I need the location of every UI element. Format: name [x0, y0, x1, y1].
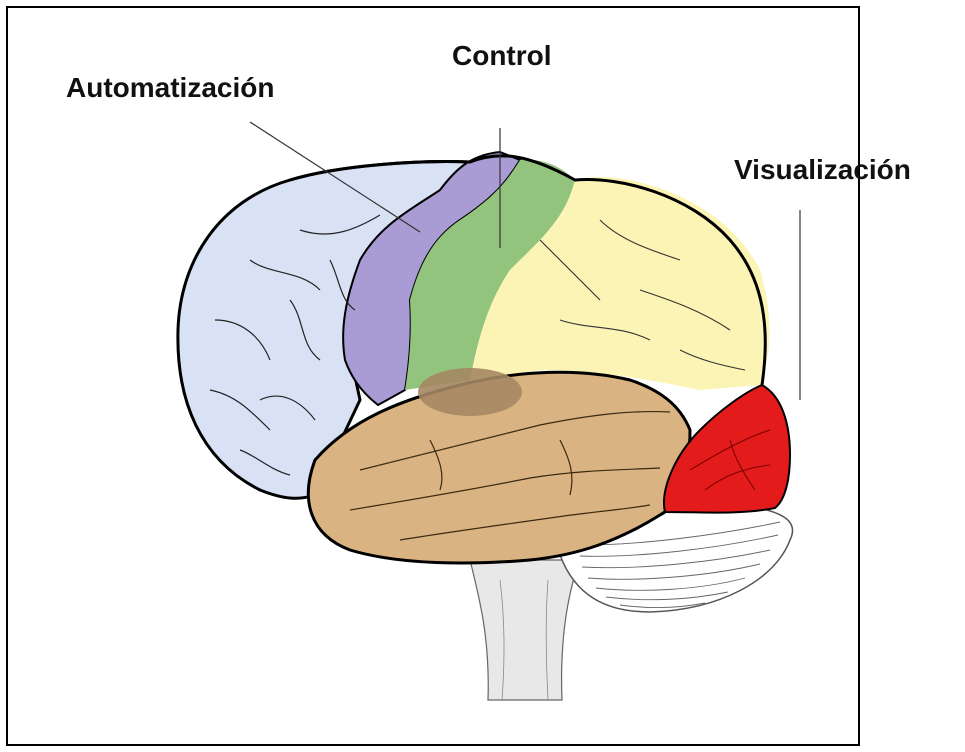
control-label: Control: [452, 42, 552, 70]
visualizacion-label: Visualización: [734, 156, 911, 184]
insular-region: [418, 368, 522, 416]
automatizacion-label: Automatización: [66, 74, 274, 102]
brainstem: [470, 560, 580, 700]
